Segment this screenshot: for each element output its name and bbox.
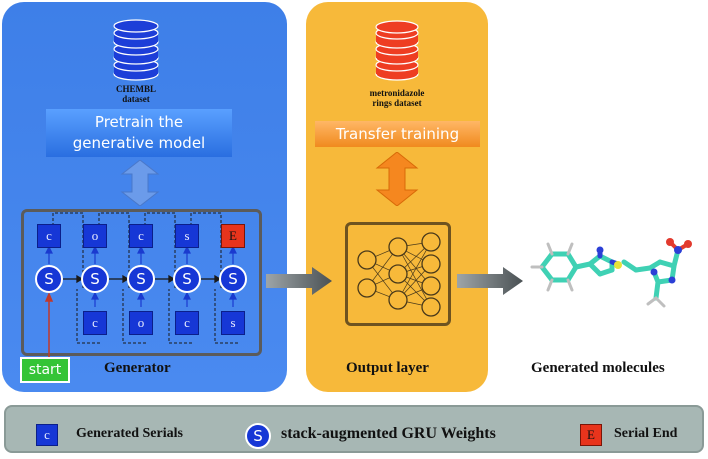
chembl-dataset-line-1: CHEMBL — [115, 84, 156, 94]
input-token-o-1: o — [129, 311, 153, 335]
generator-token-c-1: c — [37, 224, 61, 248]
legend-gru-weights: stack-augmented GRU Weights — [281, 425, 496, 442]
gru-state-2: S — [81, 265, 109, 293]
input-token-c-1: c — [83, 311, 107, 335]
chembl-dataset-label: CHEMBL dataset — [96, 84, 176, 104]
generator-connections — [44, 212, 238, 357]
metronidazole-database-icon — [375, 20, 419, 81]
start-token: start — [20, 357, 70, 383]
chembl-database-icon — [113, 19, 159, 81]
generated-molecule-illustration — [530, 238, 692, 308]
output-layer-network — [357, 232, 441, 317]
legend-serial-end: Serial End — [614, 426, 678, 441]
input-token-c-2: c — [175, 311, 199, 335]
input-token-s-1: s — [221, 311, 245, 335]
output-layer-caption: Output layer — [346, 360, 429, 376]
gru-state-1: S — [35, 265, 63, 293]
legend-gru-symbol: S — [245, 423, 271, 449]
gru-state-5: S — [219, 265, 247, 293]
output-layer-network-frame — [345, 222, 451, 326]
pretrain-line-1: Pretrain the — [94, 113, 184, 131]
legend-generated-serials: Generated Serials — [76, 426, 183, 441]
pretrain-box: Pretrain the generative model — [46, 109, 232, 157]
transfer-double-arrow — [375, 152, 419, 206]
metronidazole-dataset-line-1: metronidazole — [369, 88, 425, 98]
generator-caption: Generator — [104, 360, 171, 376]
generated-molecules-caption: Generated molecules — [531, 360, 665, 376]
generator-token-o-1: o — [83, 224, 107, 248]
generator-token-c-2: c — [129, 224, 153, 248]
generator-token-s-1: s — [175, 224, 199, 248]
transfer-training-box: Transfer training — [315, 121, 480, 147]
generator-token-end: E — [221, 224, 245, 248]
metronidazole-dataset-line-2: rings dataset — [372, 98, 422, 108]
legend-token-symbol: c — [36, 424, 58, 446]
gru-state-4: S — [173, 265, 201, 293]
pretrain-line-2: generative model — [72, 134, 206, 152]
generator-network-frame — [21, 209, 262, 356]
legend-end-symbol: E — [580, 424, 602, 446]
pretrain-double-arrow — [120, 160, 160, 206]
metronidazole-dataset-label: metronidazole rings dataset — [352, 88, 442, 108]
chembl-dataset-line-2: dataset — [122, 94, 150, 104]
output-to-molecules-arrow — [457, 267, 523, 295]
generator-to-output-arrow — [266, 267, 332, 295]
gru-state-3: S — [127, 265, 155, 293]
